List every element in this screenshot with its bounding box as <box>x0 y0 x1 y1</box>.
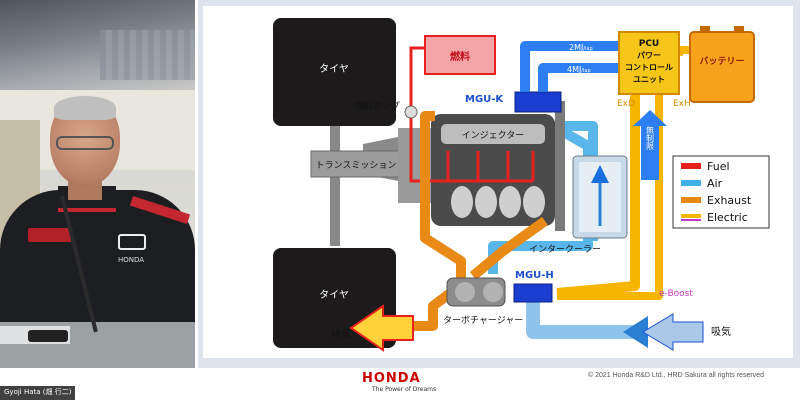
grandstand-seats <box>100 30 195 80</box>
exh-label: ExH <box>673 99 691 109</box>
pcu-line1: PCU <box>639 39 660 49</box>
pcu-line4: ユニット <box>633 75 665 84</box>
injector-label: インジェクター <box>462 130 525 141</box>
tire-top <box>273 18 396 126</box>
exd-label: ExD <box>617 99 635 109</box>
intercooler-label: インタークーラー <box>529 244 601 255</box>
copyright-text: © 2021 Honda R&D Ltd., HRD Sakura all ri… <box>588 372 764 379</box>
intake-label: 吸気 <box>711 325 731 338</box>
fuel-tank <box>424 35 496 75</box>
legend-item-air: Air <box>707 177 723 190</box>
pcu-line3: コントロール <box>625 63 673 72</box>
sponsor-logo <box>28 228 72 242</box>
speaker-glasses <box>56 136 114 150</box>
slide-card: タイヤ タイヤ トランスミッション 吸気 インジェクター <box>203 6 793 358</box>
engine-block: インジェクター <box>431 101 565 231</box>
energy-top-number: 2MJ <box>569 43 583 52</box>
mgu-h-block <box>513 283 553 303</box>
energy-top-value: 2MJ/lap <box>569 43 593 52</box>
intake-arrow <box>642 313 704 351</box>
webcam-video: HONDA <box>0 0 195 368</box>
legend-item-electric: Electric <box>707 211 748 224</box>
legend-item-fuel: Fuel <box>707 160 730 173</box>
pcu-box <box>618 31 680 95</box>
honda-tagline: The Power of Dreams <box>372 386 437 393</box>
legend: Fuel Air Exhaust Electric <box>672 155 770 229</box>
shared-slide: タイヤ タイヤ トランスミッション 吸気 インジェクター <box>198 0 800 368</box>
mgu-h-label: MGU-H <box>515 270 554 281</box>
power-unit-diagram: タイヤ タイヤ トランスミッション 吸気 インジェクター <box>273 18 770 352</box>
transmission-label: トランスミッション <box>316 160 397 171</box>
battery-box <box>689 31 755 103</box>
mgu-k-block <box>514 91 562 113</box>
fuel-pump-icon <box>404 105 418 119</box>
battery-label: バッテリー <box>699 56 744 67</box>
fuel-tank-label: 燃料 <box>450 50 470 63</box>
intercooler-unit <box>572 155 628 239</box>
unlimited-arrow <box>633 110 667 180</box>
honda-logo: HONDA <box>362 371 421 386</box>
speaker-hair <box>54 96 116 120</box>
shirt-honda-logo: HONDA <box>118 256 145 264</box>
energy-bottom-number: 4MJ <box>567 65 581 74</box>
participant-name-tag: Gyoji Hata (畑 行二) <box>0 386 76 400</box>
pcu-line2: パワー <box>637 50 661 60</box>
tire-bottom-label: タイヤ <box>319 289 349 301</box>
turbocharger-label: ターボチャージャー <box>443 315 523 326</box>
exhaust-out-arrow <box>349 304 414 352</box>
tire-top-label: タイヤ <box>319 63 349 75</box>
energy-bottom-unit: /lap <box>581 68 590 74</box>
drivetrain <box>273 18 438 348</box>
fuel-pump-label: 燃料ポンプ <box>355 100 400 112</box>
energy-bottom-value: 4MJ/lap <box>567 65 591 74</box>
fuel-path <box>409 46 535 183</box>
transmission-box <box>310 150 402 178</box>
unlimited-label: 無制限 <box>646 125 655 151</box>
eboost-label: e-Boost <box>659 289 693 299</box>
exhaust-out-label: 排気 <box>331 328 351 341</box>
energy-top-unit: /lap <box>583 46 592 52</box>
team-logo <box>118 234 146 250</box>
slide-footer <box>0 368 800 400</box>
legend-item-exhaust: Exhaust <box>707 194 752 207</box>
turbocharger-unit <box>446 277 506 307</box>
mgu-k-label: MGU-K <box>465 94 504 105</box>
microphone-base <box>28 330 68 342</box>
